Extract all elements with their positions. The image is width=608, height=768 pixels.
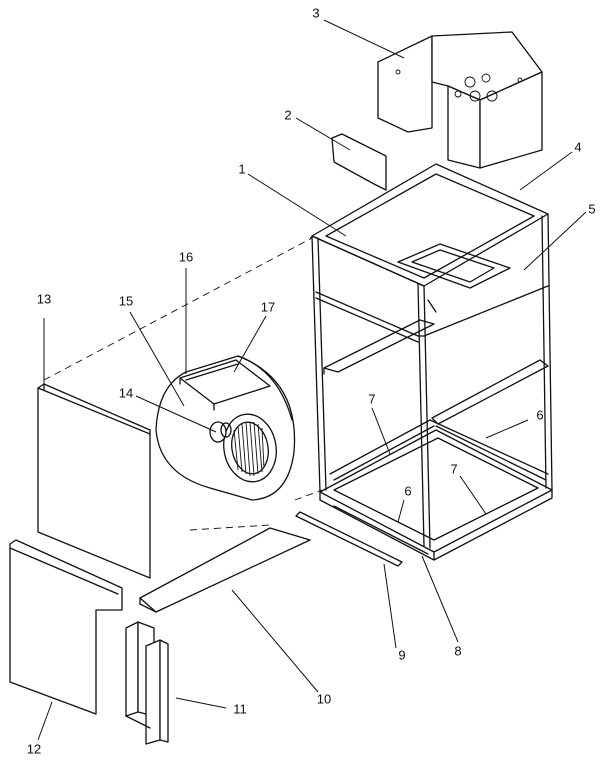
callout-9: 9 <box>398 647 405 662</box>
part-11-channels <box>125 621 169 745</box>
callout-6-right: 6 <box>536 407 543 422</box>
part-16-17-bracket <box>179 359 271 411</box>
callout-2: 2 <box>284 107 291 122</box>
callout-6-center: 6 <box>404 483 411 498</box>
part-13-side-panel <box>37 383 151 579</box>
part-9-rail <box>295 511 403 567</box>
part-1-cabinet <box>311 163 553 561</box>
callout-7-left: 7 <box>368 391 375 406</box>
callout-7-right: 7 <box>450 461 457 476</box>
callout-numbers: 3 2 1 4 5 16 13 15 17 14 7 6 7 6 9 8 10 … <box>27 5 596 756</box>
callout-17: 17 <box>261 299 275 314</box>
callout-15: 15 <box>119 293 133 308</box>
callout-4: 4 <box>574 139 581 154</box>
part-14-motor <box>209 421 232 443</box>
part-2-plate <box>331 133 387 191</box>
callout-3: 3 <box>312 5 319 20</box>
part-10-filter-plate <box>139 527 311 613</box>
callout-1: 1 <box>238 161 245 176</box>
leader-lines <box>37 19 587 741</box>
callout-14: 14 <box>119 385 133 400</box>
part-6-7-rails <box>329 419 549 555</box>
callout-13: 13 <box>37 291 51 306</box>
part-12-front-panel <box>9 539 123 715</box>
callout-10: 10 <box>317 691 331 706</box>
callout-5: 5 <box>588 201 595 216</box>
callout-16: 16 <box>179 249 193 264</box>
callout-8: 8 <box>454 643 461 658</box>
part-3-control-box <box>377 31 543 169</box>
callout-12: 12 <box>27 741 41 756</box>
callout-11: 11 <box>233 701 247 716</box>
